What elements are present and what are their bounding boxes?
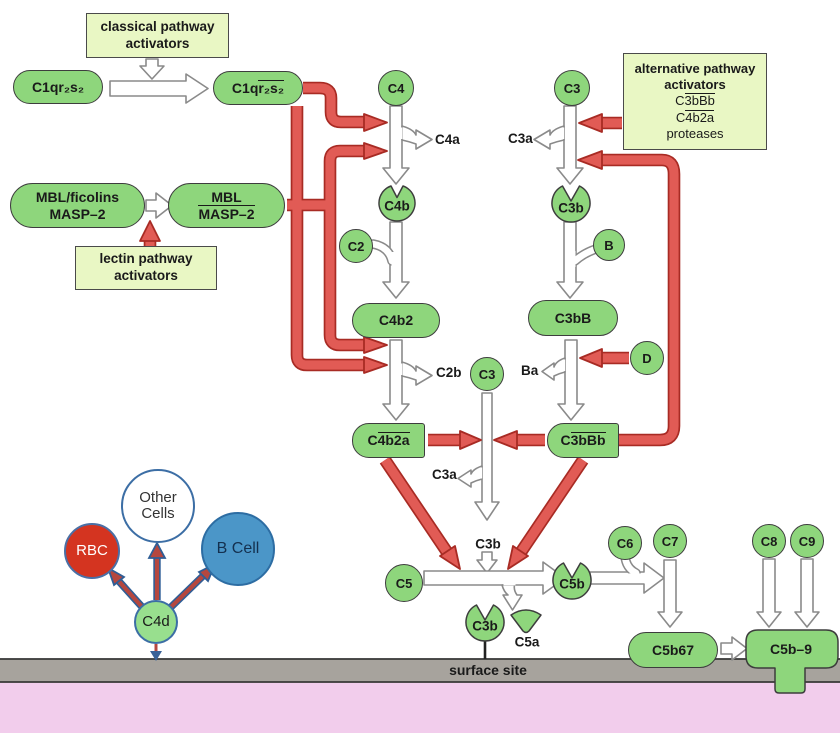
label-c5b: C5b (559, 576, 585, 592)
head-c4d-rbc (106, 566, 126, 587)
arrow-mbl-activation (145, 192, 173, 219)
head-c3bbb-feedback-on-c3 (577, 150, 603, 170)
node-c1q-inactive: C1qr₂s₂ (13, 70, 103, 104)
alternative-activators-line2: activators (664, 77, 726, 93)
surface-membrane-bar (0, 658, 840, 683)
head-c4b2a-on-central-c3 (459, 430, 482, 450)
node-c8: C8 (752, 524, 786, 558)
cytosol-pink-region (0, 681, 840, 733)
arrow-c4b2-to-c4b2a (382, 339, 410, 421)
hollow-arrows (109, 58, 820, 661)
arrow-c7-down (657, 559, 683, 628)
node-b: B (593, 229, 625, 261)
arrow-branch-c3a-central (457, 465, 483, 488)
alternative-c3bbb: C3bBb (675, 93, 715, 109)
node-c1q-active: C1qr₂s₂ (213, 71, 303, 105)
node-c4b2a-convertase: C4b2a (352, 423, 425, 458)
c3b-surface-shape (465, 604, 505, 642)
head-masp-on-c4b2 (363, 336, 388, 354)
joining-bands (373, 244, 642, 581)
label-c4a: C4a (435, 132, 460, 147)
label-c5a: C5a (514, 634, 540, 650)
label-c3a: C3a (508, 131, 533, 146)
classical-activators-line1: classical pathway (100, 18, 215, 34)
node-c3bbb-convertase: C3bBb (547, 423, 619, 458)
arrow-branch-c2b (401, 361, 433, 386)
head-d-on-c3bb (579, 348, 603, 368)
node-c7: C7 (653, 524, 687, 558)
membrane (0, 658, 840, 733)
lectin-activators-box: lectin pathway activators (75, 246, 217, 290)
arrow-c5b67-to-c5b9 (720, 636, 748, 661)
label-surface-site: surface site (449, 662, 527, 678)
arrow-c3b-deposition (476, 551, 498, 574)
label-c5b9: C5b–9 (769, 641, 813, 657)
head-c3bbb-on-c5 (507, 545, 529, 570)
green-shapes (378, 185, 839, 694)
b-cell-circle: B Cell (201, 512, 275, 586)
node-c6: C6 (608, 526, 642, 560)
node-c3bb: C3bB (528, 300, 618, 336)
lectin-activators-line2: activators (114, 268, 178, 283)
arrow-branch-ba (541, 357, 566, 381)
label-c3b-central: C3b (475, 536, 501, 552)
head-c1-on-c4-1 (363, 113, 388, 132)
arrow-c9-down (794, 558, 820, 628)
arrow-branch-c5a (501, 584, 523, 611)
arrow-branch-c4a (401, 125, 433, 150)
label-c3b: C3b (558, 200, 584, 216)
node-c5b67: C5b67 (628, 632, 718, 668)
c4d-circle: C4d (134, 600, 178, 644)
classical-activators-box: classical pathway activators (86, 13, 229, 58)
node-c4: C4 (378, 70, 414, 106)
head-c4b2a-on-c5 (439, 545, 461, 570)
node-c3: C3 (554, 70, 590, 106)
arrow-classical-activators-down (139, 58, 165, 80)
node-mbl-ficolins: MBL/ficolins MASP–2 (10, 183, 145, 228)
node-c2: C2 (339, 229, 373, 263)
node-c4b2: C4b2 (352, 303, 440, 338)
arrow-c5-to-c5b (423, 561, 566, 595)
classical-activators-line2: activators (125, 35, 190, 51)
arrow-branch-c3a (533, 125, 565, 150)
node-c9: C9 (790, 524, 824, 558)
c5a-fragment-shape (510, 609, 542, 634)
c5b9-mac-shape (745, 629, 839, 694)
head-masp-on-c4 (363, 142, 388, 160)
node-c5: C5 (385, 564, 423, 602)
node-c3-central: C3 (470, 357, 504, 391)
alternative-proteases: proteases (666, 125, 724, 141)
label-ba: Ba (521, 363, 539, 378)
arrow-c3bb-to-c3bbb (557, 339, 585, 421)
c3b-fragment-shape (551, 185, 591, 223)
c4b-fragment-shape (378, 185, 416, 222)
arrow-central-c3-cleavage (474, 392, 500, 521)
arrow-c8-down (756, 558, 782, 628)
c5b-fragment-shape (552, 562, 592, 600)
lectin-activators-line1: lectin pathway (99, 251, 193, 267)
head-c3bbb-on-central-c3 (493, 430, 518, 450)
rbc-circle: RBC (64, 523, 120, 579)
label-c2b: C2b (436, 365, 462, 380)
label-c3a-central: C3a (432, 467, 457, 482)
other-cells-circle: Other Cells (121, 469, 195, 543)
arrow-c1q-activation (109, 73, 209, 104)
alternative-c4b2a: C4b2a (675, 109, 715, 125)
node-d: D (630, 341, 664, 375)
alternative-activators-box: alternative pathway activators C3bBb C4b… (623, 53, 767, 150)
red-arrowheads (139, 113, 603, 570)
head-c4d-surface (150, 651, 162, 661)
head-c4d-other (147, 541, 167, 559)
label-c3b-surface: C3b (472, 618, 498, 634)
arrow-c4-to-c4b (382, 105, 410, 185)
alternative-activators-line1: alternative pathway (634, 60, 756, 76)
head-lectin-activators (139, 220, 161, 242)
head-alt-activators-on-c3 (578, 113, 603, 133)
arrow-c3-to-c3b (556, 105, 584, 185)
head-c1-on-c4b2 (363, 356, 388, 374)
label-c4b: C4b (384, 198, 410, 214)
